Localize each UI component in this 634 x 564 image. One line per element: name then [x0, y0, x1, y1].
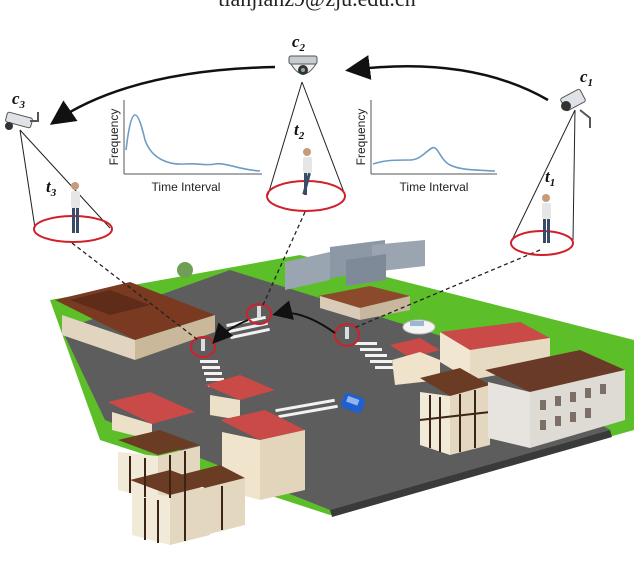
camera-label-c2: c2 [292, 32, 306, 54]
time-label-t2: t2 [294, 120, 305, 142]
frequency-curve-right [372, 146, 496, 172]
cctv-camera-icon [5, 111, 39, 130]
crosswalk-south [275, 398, 338, 419]
cctv-camera-icon [560, 88, 591, 128]
camera-cones [19, 81, 576, 241]
road-edge [330, 430, 612, 517]
chart-left-ylabel: Frequency [107, 109, 121, 166]
stone-building-east [485, 350, 625, 448]
trajectory-arrow-1 [272, 300, 336, 334]
transition-arrow-c2-c3 [49, 65, 276, 125]
frequency-chart-left: Frequency Time Interval [107, 100, 262, 194]
trajectory-arrow-2 [212, 319, 249, 344]
chart-left-xlabel: Time Interval [152, 180, 221, 194]
detection-ring-c2 [246, 303, 272, 325]
author-email: tianjianz9@zju.edu.cn [0, 0, 634, 12]
pedestrian-c3 [71, 182, 80, 233]
camera-label-c1: c1 [580, 67, 593, 89]
scene-detections [190, 303, 360, 358]
blue-car [341, 392, 365, 414]
pedestrian-c2 [302, 148, 312, 195]
dome-camera-icon [288, 55, 318, 75]
house-southwest-red [108, 392, 195, 440]
house-north [318, 286, 410, 320]
timber-cluster-southwest [118, 430, 245, 545]
time-label-t3: t3 [46, 177, 57, 199]
camera-label-c3: c3 [12, 89, 26, 111]
detection-ring-c1 [334, 323, 360, 347]
warehouse-cluster [285, 240, 425, 290]
tree [177, 262, 193, 278]
timber-house-east [419, 368, 491, 455]
chart-right-xlabel: Time Interval [400, 180, 469, 194]
town-scene [50, 240, 634, 545]
camera-projection-lines [71, 211, 541, 341]
house-northwest [55, 282, 215, 360]
transition-arrow-c1-c2 [345, 55, 549, 102]
chart-right-ylabel: Frequency [354, 109, 368, 166]
pedestrian-c1 [542, 194, 551, 243]
view-ellipse-c1 [510, 230, 574, 256]
time-label-t1: t1 [545, 167, 555, 189]
frequency-chart-right: Frequency Time Interval [354, 100, 497, 194]
detection-ring-c3 [190, 336, 216, 358]
crosswalk-east [355, 342, 397, 369]
frequency-curve-left [125, 114, 261, 172]
white-car [402, 319, 436, 335]
